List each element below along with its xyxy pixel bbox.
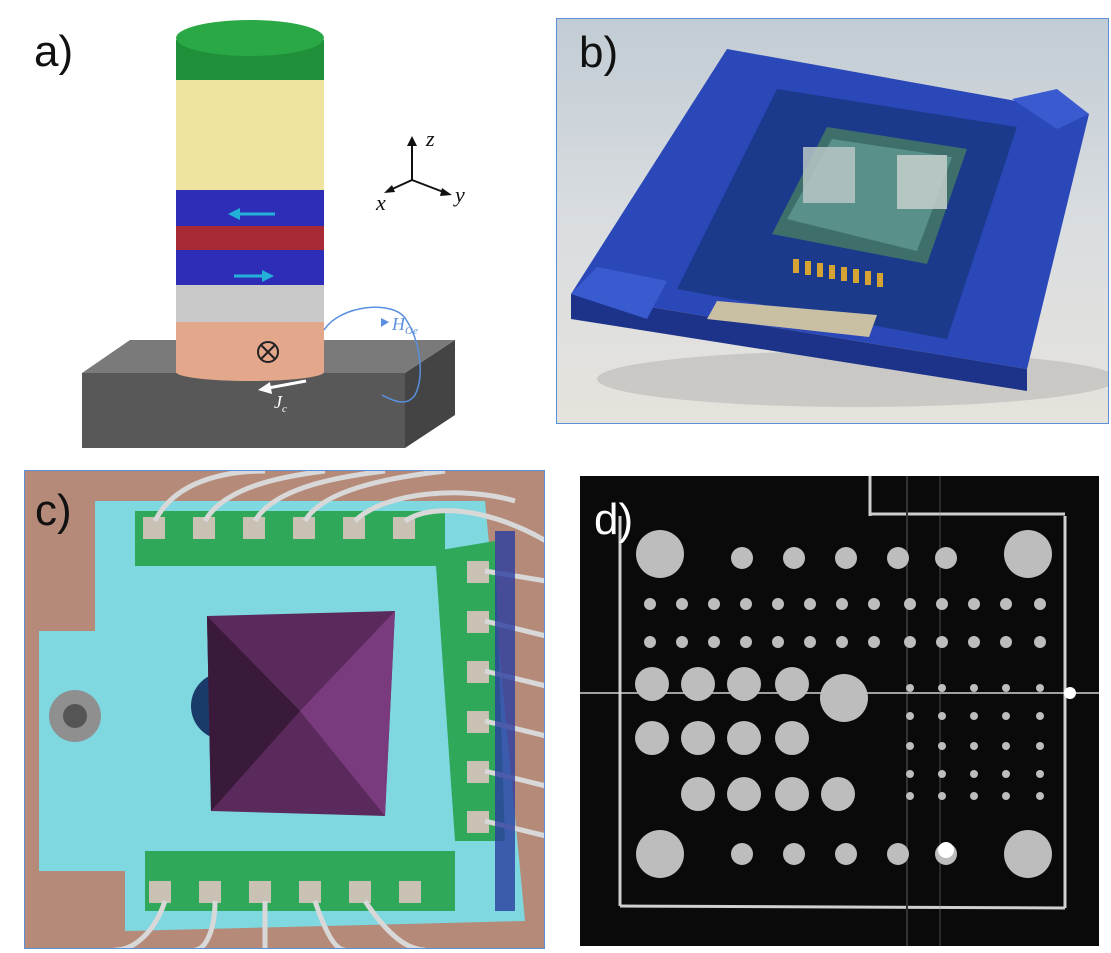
- panel-c: c): [24, 470, 545, 949]
- panel-d: d): [580, 476, 1099, 946]
- glass-cube-left: [803, 147, 855, 203]
- solder-pads-top: [143, 517, 415, 539]
- current-arrow-icon: [258, 379, 307, 394]
- panel-a: a): [0, 0, 550, 460]
- field-arrowhead-icon: [381, 318, 389, 327]
- axis-z-label: z: [425, 126, 435, 151]
- current-label: Jc: [274, 392, 287, 415]
- layer-base-ellipse: [176, 363, 324, 381]
- layer-top-ellipse: [176, 20, 324, 56]
- axis-y-label: y: [453, 182, 465, 207]
- layer-seed: [176, 285, 324, 322]
- into-page-symbol-icon: [257, 341, 279, 363]
- mri-phantom-image: [580, 476, 1099, 946]
- layer-reference: [176, 190, 324, 226]
- connector: [707, 301, 877, 337]
- device-holder-photo: [557, 19, 1108, 423]
- glass-cube-right: [897, 155, 947, 209]
- sample-mount-photo: [25, 471, 544, 948]
- mtj-pillar-diagram: z x y HOe Jc: [82, 20, 465, 448]
- field-label: HOe: [391, 314, 418, 337]
- panel-a-label: a): [34, 27, 74, 76]
- axis-x-label: x: [375, 190, 386, 215]
- substrate-front: [82, 373, 405, 448]
- blue-bracket: [495, 531, 515, 911]
- panel-d-label: d): [594, 495, 634, 544]
- panel-c-label: c): [35, 486, 72, 535]
- layer-spacer: [176, 226, 324, 250]
- phantom-wells: [635, 530, 1052, 878]
- layer-free: [176, 250, 324, 285]
- panel-b: b): [556, 18, 1109, 424]
- panel-b-label: b): [579, 28, 619, 77]
- phantom-frame: [618, 476, 1067, 910]
- magnetization-arrow-left-icon: [228, 208, 275, 220]
- solder-pads-bottom: [149, 881, 421, 903]
- substrate-side: [405, 340, 455, 448]
- solder-pads-right: [467, 561, 489, 833]
- magnetization-arrow-right-icon: [234, 270, 274, 282]
- layer-cap: [176, 80, 324, 190]
- oersted-field-loop: [323, 306, 421, 403]
- contact-pads: [793, 259, 883, 287]
- coordinate-axes: [384, 136, 452, 196]
